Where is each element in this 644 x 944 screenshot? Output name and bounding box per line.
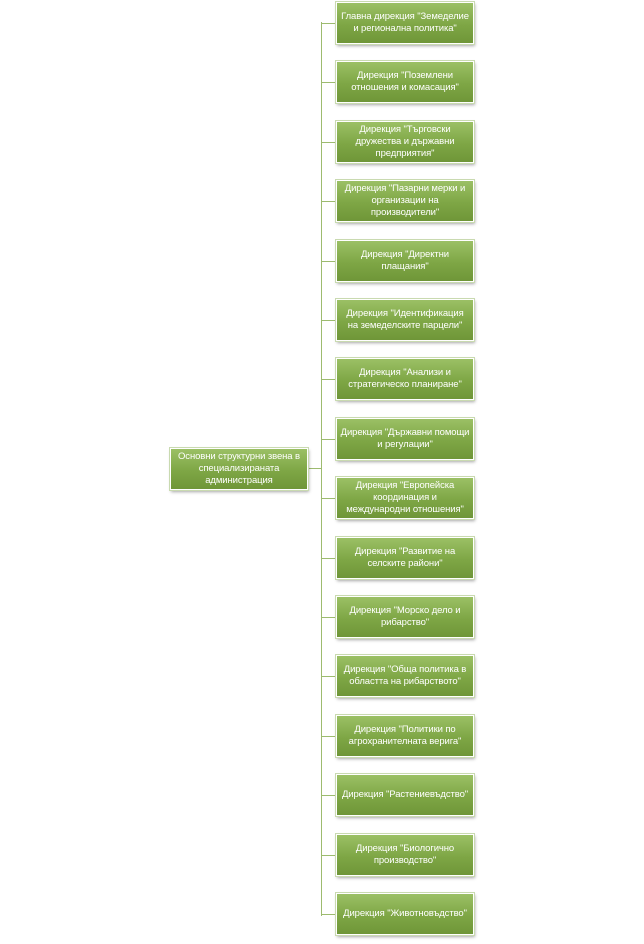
directorate-label: Дирекция "Директни плащания" <box>360 249 450 272</box>
directorate-node[interactable]: Дирекция "Развитие на селските райони" <box>336 537 474 579</box>
directorate-label: Дирекция "Обща политика в областта на ри… <box>343 664 467 687</box>
root-node[interactable]: Основни структурни звена в специализиран… <box>170 448 308 490</box>
directorate-node[interactable]: Дирекция "Морско дело и рибарство" <box>336 596 474 638</box>
directorate-node[interactable]: Дирекция "Обща политика в областта на ри… <box>336 655 474 697</box>
directorate-connector <box>321 736 336 737</box>
directorate-node[interactable]: Дирекция "Идентификация на земеделските … <box>336 299 474 341</box>
directorate-label: Дирекция "Идентификация на земеделските … <box>346 308 464 331</box>
directorate-node[interactable]: Главна дирекция "Земеделие и регионална … <box>336 2 474 44</box>
vertical-connector <box>321 22 322 916</box>
root-node-label: Основни структурни звена в специализиран… <box>178 451 300 486</box>
directorate-label: Дирекция "Животновъдство" <box>343 908 467 919</box>
directorate-connector <box>321 320 336 321</box>
directorate-node[interactable]: Дирекция "Анализи и стратегическо планир… <box>336 358 474 400</box>
directorate-connector <box>321 617 336 618</box>
directorate-label: Дирекция "Европейска координация и между… <box>346 480 464 515</box>
directorate-node[interactable]: Дирекция "Биологично производство" <box>336 834 474 876</box>
root-connector <box>308 468 322 469</box>
directorate-node[interactable]: Дирекция "Търговски дружества и държавни… <box>336 121 474 163</box>
directorate-label: Дирекция "Държавни помощи и регулации" <box>340 427 470 450</box>
directorate-label: Дирекция "Развитие на селските райони" <box>354 546 456 569</box>
directorate-connector <box>321 201 336 202</box>
directorate-connector <box>321 23 336 24</box>
directorate-connector <box>321 261 336 262</box>
directorate-node[interactable]: Дирекция "Държавни помощи и регулации" <box>336 418 474 460</box>
directorate-label: Дирекция "Анализи и стратегическо планир… <box>348 367 462 390</box>
directorate-label: Дирекция "Растениевъдство" <box>341 789 469 800</box>
directorate-connector <box>321 142 336 143</box>
directorate-connector <box>321 676 336 677</box>
directorate-connector <box>321 498 336 499</box>
directorate-connector <box>321 379 336 380</box>
directorate-node[interactable]: Дирекция "Поземлени отношения и комасаци… <box>336 61 474 103</box>
directorate-connector <box>321 855 336 856</box>
directorate-label: Дирекция "Търговски дружества и държавни… <box>355 124 455 159</box>
directorate-connector <box>321 914 336 915</box>
directorate-label: Дирекция "Морско дело и рибарство" <box>349 605 461 628</box>
directorate-node[interactable]: Дирекция "Политики по агрохранителната в… <box>336 715 474 757</box>
directorate-node[interactable]: Дирекция "Европейска координация и между… <box>336 477 474 519</box>
directorate-label: Дирекция "Биологично производство" <box>355 843 455 866</box>
directorate-label: Главна дирекция "Земеделие и регионална … <box>341 11 469 34</box>
directorate-label: Дирекция "Пазарни мерки и организации на… <box>344 183 466 218</box>
directorate-node[interactable]: Дирекция "Растениевъдство" <box>336 774 474 816</box>
directorate-connector <box>321 558 336 559</box>
directorate-connector <box>321 795 336 796</box>
directorate-label: Дирекция "Политики по агрохранителната в… <box>348 724 462 747</box>
directorate-connector <box>321 439 336 440</box>
directorate-label: Дирекция "Поземлени отношения и комасаци… <box>351 70 459 93</box>
directorate-connector <box>321 82 336 83</box>
directorate-node[interactable]: Дирекция "Пазарни мерки и организации на… <box>336 180 474 222</box>
directorate-node[interactable]: Дирекция "Директни плащания" <box>336 240 474 282</box>
directorate-node[interactable]: Дирекция "Животновъдство" <box>336 893 474 935</box>
